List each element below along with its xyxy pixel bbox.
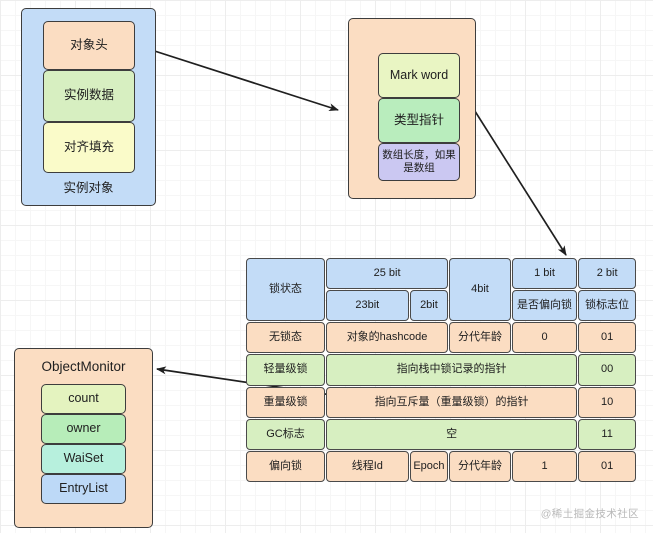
instance-object-label: 实例对象 xyxy=(63,181,114,196)
arrow-header-to-detail xyxy=(138,45,339,112)
monitor-field-owner: owner xyxy=(41,414,126,444)
table-row: GC标志 空 11 xyxy=(246,418,636,450)
header-25bit: 25 bit xyxy=(325,258,449,290)
cell-object-hashcode: 对象的hashcode xyxy=(325,322,449,354)
header-4bit: 4bit xyxy=(449,258,511,322)
table-row: 无锁态 对象的hashcode 分代年龄 0 01 xyxy=(246,322,636,354)
cell-stack-lock-record-pointer: 指向栈中锁记录的指针 xyxy=(325,354,578,386)
cell-lock-bits-heavyweight: 10 xyxy=(578,386,636,418)
markword-layout-table: 锁状态 25 bit 4bit 1 bit 2 bit 23bit 2bit 是… xyxy=(245,257,637,483)
cell-lock-bits-biased: 01 xyxy=(578,450,636,482)
table-row: 轻量级锁 指向栈中锁记录的指针 00 xyxy=(246,354,636,386)
header-23bit: 23bit xyxy=(325,290,409,322)
table-header-row-top: 锁状态 25 bit 4bit 1 bit 2 bit xyxy=(246,258,636,322)
header-2bit-sub: 2bit xyxy=(409,290,449,322)
monitor-field-count: count xyxy=(41,384,126,414)
object-monitor-title: ObjectMonitor xyxy=(41,359,126,374)
table-header-row-bottom: 23bit 2bit 是否偏向锁 锁标志位 xyxy=(246,290,636,322)
cell-lock-bits-unlocked: 01 xyxy=(578,322,636,354)
cell-biased-flag-biased: 1 xyxy=(511,450,578,482)
cell-epoch: Epoch xyxy=(409,450,449,482)
alignment-padding-cell: 对齐填充 xyxy=(43,122,135,173)
monitor-field-waiset: WaiSet xyxy=(41,444,126,474)
cell-gc-empty: 空 xyxy=(325,418,578,450)
mark-word-cell: Mark word xyxy=(378,53,460,98)
watermark: @稀土掘金技术社区 xyxy=(540,508,639,520)
table-row: 重量级锁 指向互斥量（重量级锁）的指针 10 xyxy=(246,386,636,418)
cell-generational-age-unlocked: 分代年龄 xyxy=(449,322,511,354)
table-row: 偏向锁 线程Id Epoch 分代年龄 1 01 xyxy=(246,450,636,482)
cell-generational-age-biased: 分代年龄 xyxy=(449,450,511,482)
type-pointer-cell: 类型指针 xyxy=(378,98,460,143)
row-state-lightweight: 轻量级锁 xyxy=(246,354,325,386)
cell-mutex-pointer: 指向互斥量（重量级锁）的指针 xyxy=(325,386,578,418)
row-state-unlocked: 无锁态 xyxy=(246,322,325,354)
row-state-heavyweight: 重量级锁 xyxy=(246,386,325,418)
instance-data-cell: 实例数据 xyxy=(43,70,135,122)
row-state-biased: 偏向锁 xyxy=(246,450,325,482)
array-length-cell: 数组长度，如果是数组 xyxy=(378,143,460,181)
header-lock-flag-bits: 锁标志位 xyxy=(578,290,636,322)
object-header-cell: 对象头 xyxy=(43,21,135,70)
cell-lock-bits-gc: 11 xyxy=(578,418,636,450)
monitor-field-entrylist: EntryList xyxy=(41,474,126,504)
row-state-gc: GC标志 xyxy=(246,418,325,450)
header-is-biased-lock: 是否偏向锁 xyxy=(511,290,578,322)
header-1bit: 1 bit xyxy=(511,258,578,290)
cell-lock-bits-lightweight: 00 xyxy=(578,354,636,386)
header-2bit: 2 bit xyxy=(578,258,636,290)
header-lock-state: 锁状态 xyxy=(246,258,325,322)
cell-biased-flag-unlocked: 0 xyxy=(511,322,578,354)
cell-thread-id: 线程Id xyxy=(325,450,409,482)
